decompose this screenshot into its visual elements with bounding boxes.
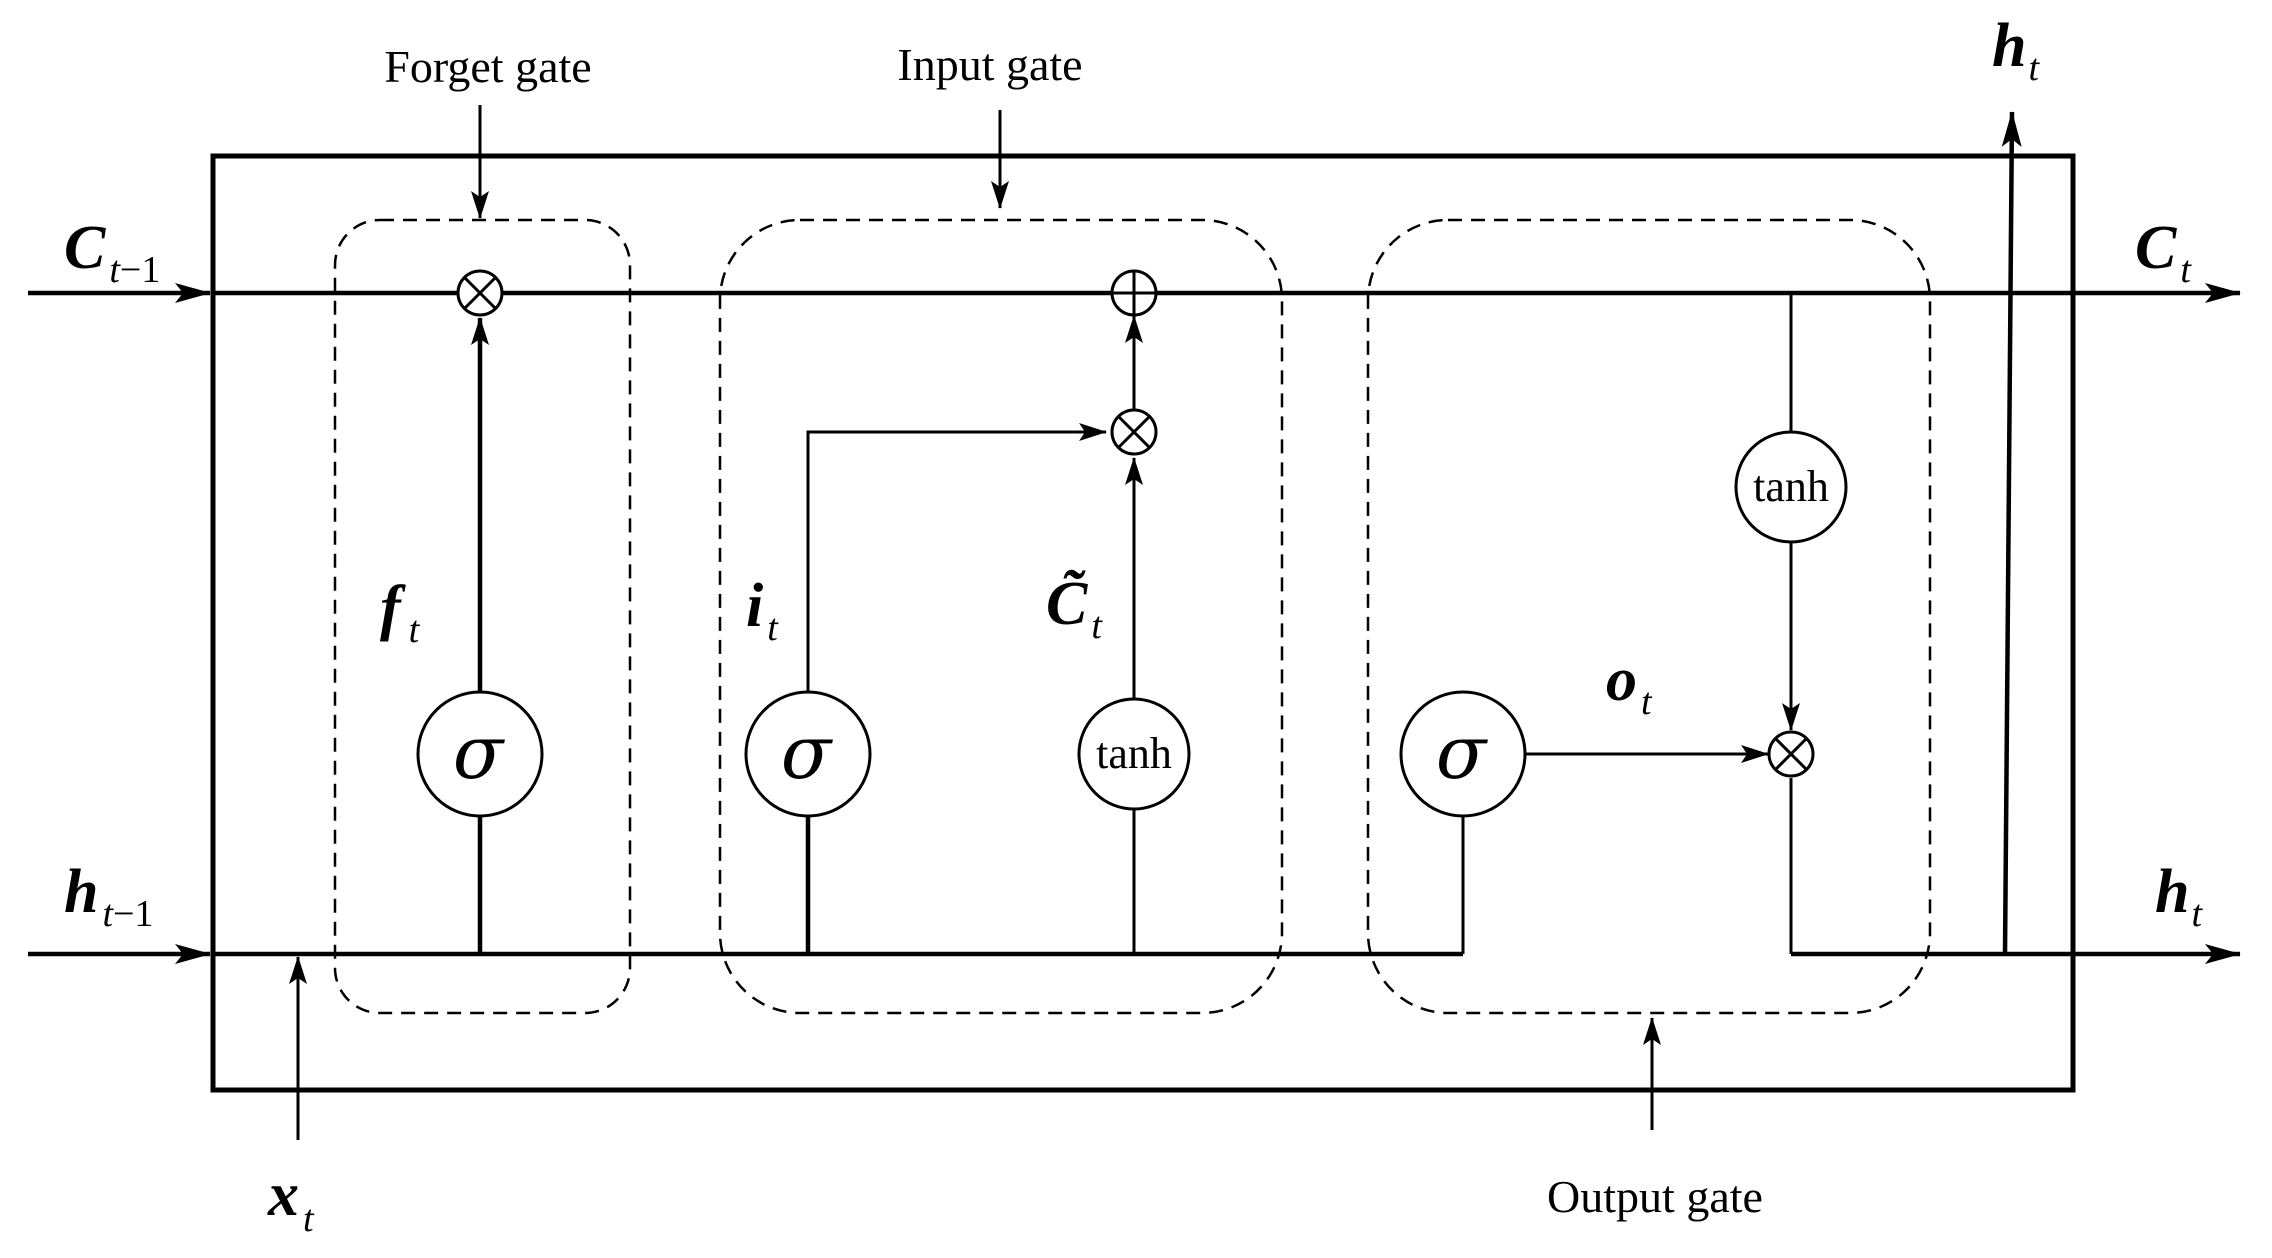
- output-multiply-node: [1767, 730, 1815, 778]
- forget-sigma-symbol: σ: [453, 710, 506, 796]
- input-tanh-node: tanh: [1077, 697, 1191, 811]
- cell-boundary: [210, 153, 2076, 1093]
- ht-top-output-arrow: [2001, 111, 2022, 955]
- output-gate-region: [1366, 218, 1932, 1015]
- output-gate-label: Output gate: [1547, 1171, 1763, 1222]
- input-gate-label: Input gate: [897, 39, 1082, 90]
- c-tilde-label: C̃t: [1046, 569, 1103, 647]
- it-line: [806, 423, 1107, 712]
- output-sigma-node: σ: [1399, 690, 1527, 818]
- output-sigma-symbol: σ: [1436, 710, 1489, 796]
- cell-add-node: [1110, 269, 1158, 317]
- input-multiply-node: [1110, 408, 1158, 456]
- input-tanh-label: tanh: [1096, 729, 1172, 778]
- h-out-top-label: ht: [1992, 12, 2040, 89]
- input-sigma-symbol: σ: [781, 710, 834, 796]
- h-out-right-label: ht: [2155, 858, 2203, 935]
- forget-multiply-node: [456, 269, 504, 317]
- output-tanh-node: tanh: [1734, 430, 1848, 544]
- forget-gate-region: [333, 218, 632, 1015]
- input-gate-region: [718, 218, 1284, 1015]
- forget-sigma-node: σ: [416, 690, 544, 818]
- forget-gate-label: Forget gate: [384, 41, 591, 92]
- input-sigma-node: σ: [744, 690, 872, 818]
- output-tanh-label: tanh: [1753, 462, 1829, 511]
